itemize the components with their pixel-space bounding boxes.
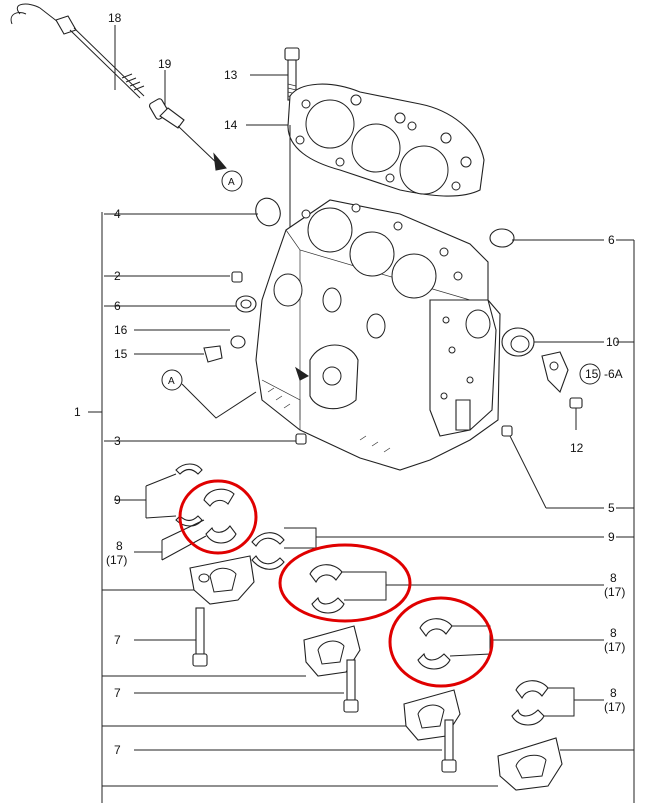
main-bearing-3: [417, 618, 453, 670]
callout-15-circle: 15: [585, 367, 599, 381]
leader-a-mid: [181, 383, 257, 419]
callout-6A: -6A: [604, 367, 623, 381]
thrust-washers-right: [251, 532, 285, 570]
ref-label-a-top: A: [228, 177, 235, 188]
callout-14: 14: [224, 118, 238, 132]
main-bearing-4: [511, 680, 549, 726]
plug-15: [203, 345, 223, 363]
callout-6-right: 6: [608, 233, 615, 247]
bearing-cap-4: [497, 737, 563, 791]
callout-17-b: (17): [604, 585, 625, 599]
callout-8-c: 8: [610, 626, 617, 640]
bolt-12: [569, 397, 583, 430]
callout-19: 19: [158, 57, 172, 71]
main-bearing-2: [309, 564, 345, 614]
cylinder-block: [255, 199, 501, 471]
cap-bolt-1: [192, 607, 208, 667]
callout-16: 16: [114, 323, 128, 337]
dipstick: [10, 3, 145, 99]
cap-bolt-2: [343, 659, 359, 713]
plug-2: [231, 271, 243, 283]
callout-15: 15: [114, 347, 128, 361]
callout-17-d: (17): [604, 700, 625, 714]
bearing-cap-2: [303, 625, 361, 677]
callout-4: 4: [114, 207, 121, 221]
dipstick-guide: [148, 98, 223, 169]
plug-left: [255, 197, 281, 227]
callout-7-c: 7: [114, 743, 121, 757]
callout-2: 2: [114, 269, 121, 283]
bearing-cap-1: [189, 555, 255, 605]
washer-16: [230, 335, 246, 349]
highlight-bearing-3: [388, 596, 494, 688]
ref-circle-a-top: [221, 170, 243, 192]
ref-label-a-mid: A: [168, 376, 175, 387]
callout-6-left: 6: [114, 299, 121, 313]
ref-circle-a-mid: [161, 369, 183, 391]
leader-5a: [509, 435, 547, 509]
main-bearing-1: [203, 488, 237, 544]
rear-bearing: [501, 327, 535, 357]
highlight-bearing-2: [278, 543, 412, 623]
callout-8-d: 8: [610, 686, 617, 700]
plug-3: [295, 433, 307, 445]
callout-1: 1: [74, 405, 81, 419]
highlight-bearing-1: [178, 479, 258, 555]
arrow-to-a: [213, 152, 227, 171]
plug-right: [489, 228, 515, 248]
callout-9-left: 9: [114, 493, 121, 507]
drain-plug-5: [501, 425, 513, 437]
callout-10: 10: [606, 335, 620, 349]
callout-13: 13: [224, 68, 238, 82]
head-gasket: [287, 83, 485, 197]
callout-8-left: 8: [116, 539, 123, 553]
callout-17-left: (17): [106, 553, 127, 567]
ref-circle-15: [579, 363, 601, 385]
callout-12: 12: [570, 441, 584, 455]
cover-plate: [541, 351, 569, 393]
callout-3: 3: [114, 434, 121, 448]
callout-7-a: 7: [114, 633, 121, 647]
callout-17-c: (17): [604, 640, 625, 654]
bracket-9-right: [284, 527, 317, 549]
callout-5: 5: [608, 501, 615, 515]
callout-9-right: 9: [608, 530, 615, 544]
callout-7-b: 7: [114, 686, 121, 700]
callout-18: 18: [108, 11, 122, 25]
callout-8-b: 8: [610, 571, 617, 585]
cap-bolt-3: [441, 719, 457, 773]
